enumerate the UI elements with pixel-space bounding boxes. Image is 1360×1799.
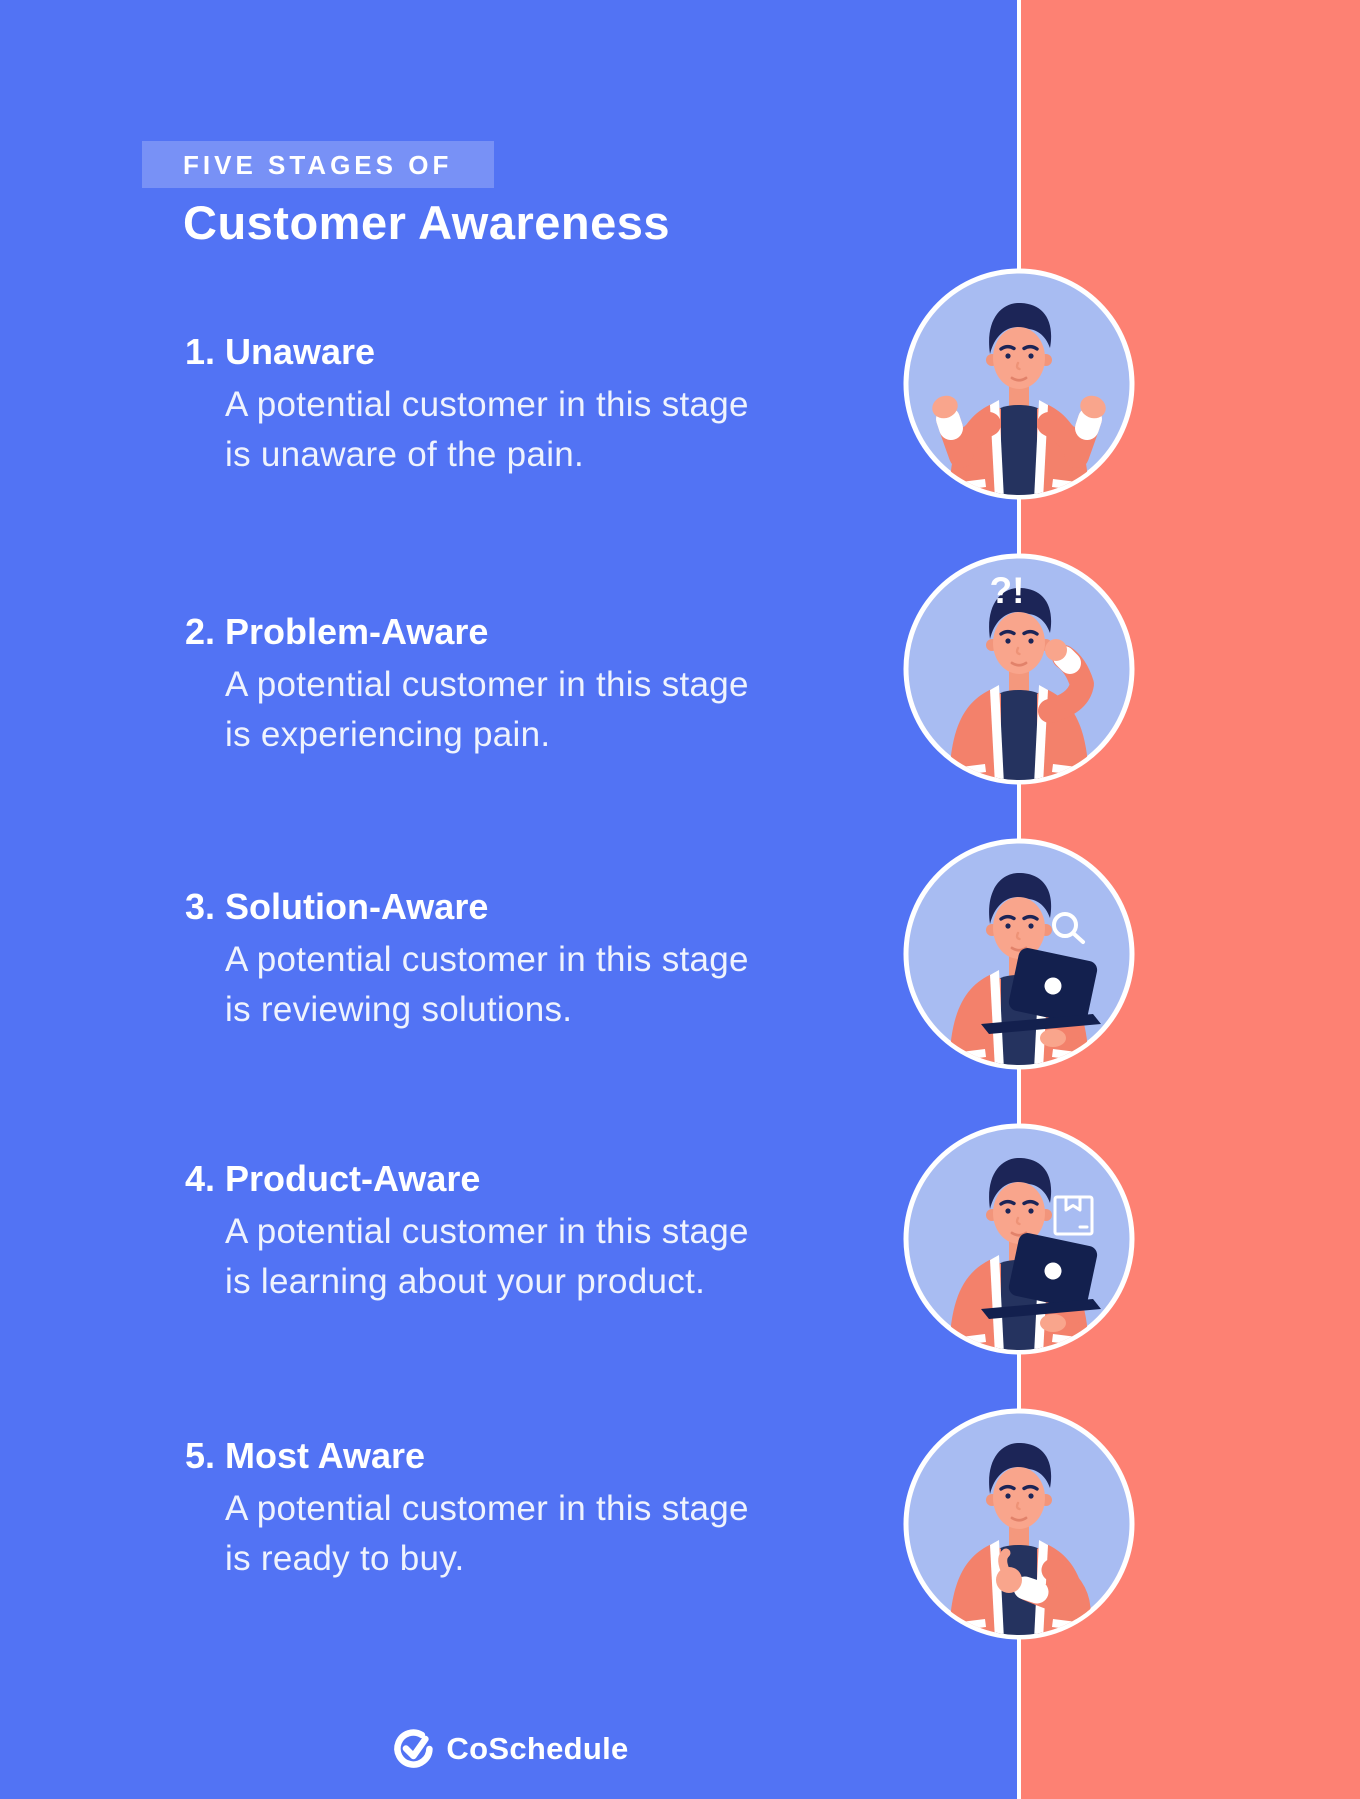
- man-with-laptop-icon: [903, 1123, 1135, 1355]
- stage-number: 1.: [185, 331, 216, 372]
- question-exclamation-text: ?!: [990, 570, 1025, 611]
- stage-5-illustration: [903, 1408, 1135, 1640]
- stage-description-line: A potential customer in this stage: [225, 385, 749, 424]
- stage-description-line: is reviewing solutions.: [225, 990, 573, 1029]
- magnifier-icon: [1052, 912, 1085, 944]
- stage-title: Problem-Aware: [225, 611, 489, 652]
- man-thumbs-up-icon: [903, 1408, 1135, 1640]
- stage-title: Solution-Aware: [225, 886, 489, 927]
- stage-title: Unaware: [225, 331, 376, 372]
- stage-item-5: 5. Most Aware A potential customer in th…: [185, 1434, 845, 1584]
- stage-description-line: A potential customer in this stage: [225, 940, 749, 979]
- stage-number: 2.: [185, 611, 216, 652]
- coschedule-check-circle-icon: [394, 1729, 433, 1768]
- stage-description-line: is learning about your product.: [225, 1262, 706, 1301]
- stage-4-illustration: [903, 1123, 1135, 1355]
- stage-title: Most Aware: [225, 1435, 426, 1476]
- stage-2-illustration: ?!: [903, 553, 1135, 785]
- stage-number: 5.: [185, 1435, 216, 1476]
- stage-number: 3.: [185, 886, 216, 927]
- stage-number: 4.: [185, 1158, 216, 1199]
- eyebrow-badge: FIVE STAGES OF: [142, 141, 495, 188]
- stage-title: Product-Aware: [225, 1158, 481, 1199]
- stage-description-line: A potential customer in this stage: [225, 1212, 749, 1251]
- package-icon: [1053, 1195, 1094, 1236]
- stage-description-line: is ready to buy.: [225, 1539, 465, 1578]
- brand-logo: CoSchedule: [391, 1727, 628, 1771]
- stage-item-3: 3. Solution-Aware A potential customer i…: [185, 885, 845, 1035]
- stage-description-line: is unaware of the pain.: [225, 435, 585, 474]
- brand-name: CoSchedule: [446, 1731, 629, 1766]
- man-with-laptop-icon: [903, 838, 1135, 1070]
- stage-description-line: is experiencing pain.: [225, 715, 551, 754]
- stage-item-4: 4. Product-Aware A potential customer in…: [185, 1157, 845, 1307]
- stage-item-2: 2. Problem-Aware A potential customer in…: [185, 610, 845, 760]
- stage-1-illustration: [903, 268, 1135, 500]
- stage-3-illustration: [903, 838, 1135, 1070]
- man-scratching-head-icon: ?!: [903, 553, 1135, 785]
- stage-description-line: A potential customer in this stage: [225, 665, 749, 704]
- stage-description-line: A potential customer in this stage: [225, 1489, 749, 1528]
- man-shrugging-icon: [903, 268, 1135, 500]
- stage-item-1: 1. Unaware A potential customer in this …: [185, 330, 845, 480]
- page-title: Customer Awareness: [183, 196, 671, 249]
